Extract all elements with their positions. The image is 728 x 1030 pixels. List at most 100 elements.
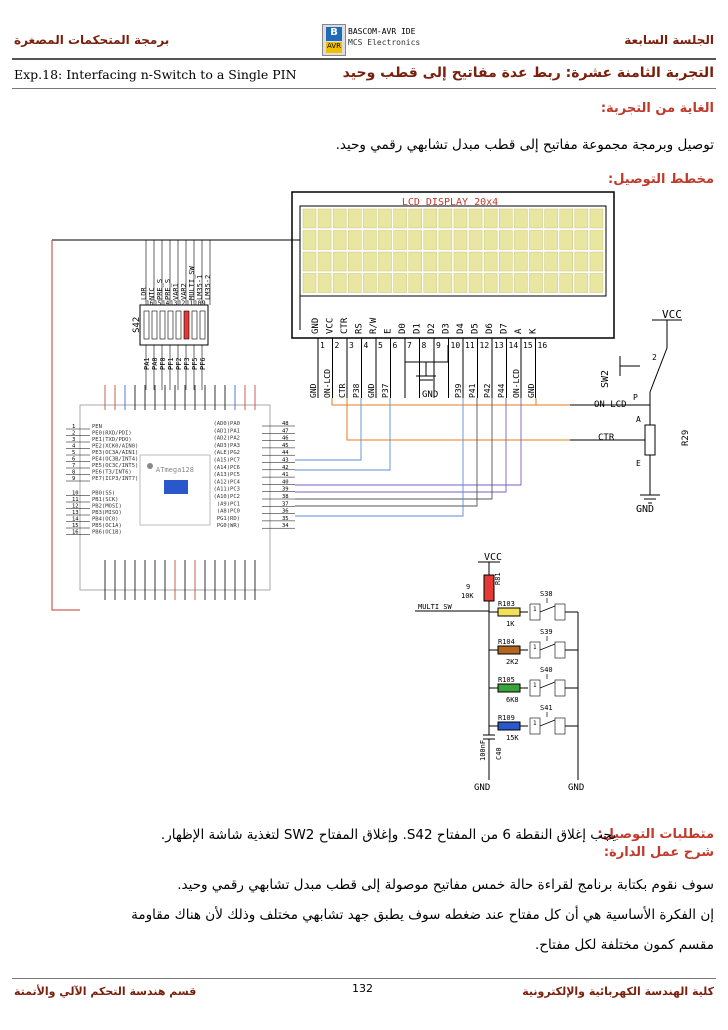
lcd-pin-label: K [529, 328, 539, 334]
mcu-pin-label: (AD1)PA1 [214, 428, 241, 434]
svg-text:1: 1 [533, 606, 537, 613]
lcd-char-cell [483, 230, 498, 250]
svg-text:9: 9 [466, 583, 470, 591]
lcd-pin-label: A [514, 328, 524, 334]
mcu-pin-number: 37 [282, 501, 289, 507]
resistor-body [497, 721, 521, 731]
lcd-char-cell [317, 273, 332, 293]
svg-text:1: 1 [533, 644, 537, 651]
lcd-char-cell [438, 230, 453, 250]
switch-contact [539, 636, 556, 651]
s42-pin-number: 15 [154, 300, 162, 307]
header-session: الجلسة السابعة [624, 33, 714, 47]
ctr-label: CTR [598, 433, 615, 443]
schematic-heading: مخطط التوصيل: [608, 172, 714, 187]
resistor-name: R104 [498, 638, 515, 646]
resistor-body [497, 683, 521, 693]
mcu-pin-number: 11 [72, 497, 79, 503]
resistor-name: R103 [498, 600, 515, 608]
mcu-pin-label: PEN [92, 424, 102, 430]
lcd-char-cell [408, 230, 422, 250]
explain-heading: شرح عمل الدارة: [603, 845, 714, 860]
mcu-pin-number: 47 [282, 428, 289, 434]
explain-paragraph-1: سوف نقوم بكتابة برنامج لقراءة حالة خمس م… [177, 877, 714, 893]
lcd-char-cell [423, 251, 438, 272]
lcd-char-cell [483, 273, 498, 293]
switch-contact [539, 674, 556, 689]
lcd-char-cell [302, 273, 317, 293]
switch-name: S38 [540, 590, 553, 598]
lcd-char-cell [302, 208, 317, 229]
lcd-char-cell [544, 273, 558, 293]
multi-sw-label: MULTI_SW [418, 603, 453, 611]
lcd-char-cell [378, 208, 392, 229]
dip-switch-slot [143, 310, 150, 340]
lcd-net-label: P38 [352, 383, 361, 398]
lcd-char-cell [574, 208, 589, 229]
mcu-pin-number: 9 [72, 476, 75, 482]
lcd-char-cell [559, 208, 573, 229]
lcd-char-cell [363, 230, 377, 250]
page-number: 132 [352, 982, 373, 995]
s42-function-label: MULTI_SW [188, 265, 196, 300]
lcd-char-cell [483, 251, 498, 272]
lcd-char-cell [514, 273, 528, 293]
lcd-char-cell [393, 230, 407, 250]
mcu-pin-label: PE1(TXD/PDO) [92, 437, 132, 443]
lcd-net-label: P37 [381, 383, 390, 398]
s42-pin-number: 9 [202, 300, 206, 307]
mcu-pin-label: PE2(XCK0/AIN0) [92, 444, 138, 450]
s42-function-label: PRE_S [156, 279, 164, 300]
power-switch-circuit: VCC 2 SW2 P ON-LCD CTR R29 A E GND [570, 308, 691, 515]
lcd-pin-label: D6 [485, 323, 495, 334]
mcu-pin-label: (A9)PC1 [217, 501, 240, 507]
mcu-pin-number: 3 [72, 437, 75, 443]
svg-text:2: 2 [652, 353, 657, 362]
lcd-pin-number: 8 [422, 341, 427, 350]
lcd-char-cell [544, 251, 558, 272]
switch-contact [539, 598, 556, 613]
s42-pin-number: 12 [178, 300, 186, 307]
lcd-char-cell [453, 251, 468, 272]
lcd-char-cell [332, 230, 347, 250]
mcu-pin-label: PG1(RD) [217, 516, 240, 522]
lcd-char-cell [499, 208, 513, 229]
mcu-pin-label: (A11)PC3 [214, 487, 241, 493]
lcd-pin-number: 16 [538, 341, 548, 350]
lcd-char-cell [423, 230, 438, 250]
mcu-pin-label: PB6(OC1B) [92, 530, 122, 536]
lcd-char-cell [317, 208, 332, 229]
lcd-char-cell [438, 251, 453, 272]
s42-function-label: VAR1 [172, 283, 180, 300]
mcu-pin-number: 48 [282, 421, 289, 427]
mcu-lcd-wire [295, 398, 507, 493]
mcu-pin-number: 39 [282, 487, 289, 493]
mcu-pin-label: (AD3)PA3 [214, 443, 241, 449]
lcd-pin-number: 13 [494, 341, 504, 350]
mcu-lcd-wire [295, 398, 493, 500]
s42-function-label: LM35-1 [196, 275, 204, 300]
mcu-pin-label: (A13)PC5 [214, 472, 241, 478]
sw2-label: SW2 [600, 370, 611, 388]
lcd-char-cell [499, 273, 513, 293]
lcd-char-cell [393, 251, 407, 272]
lcd-net-label: P42 [483, 383, 492, 398]
lcd-char-cell [408, 273, 422, 293]
lcd-pin-number: 15 [523, 341, 533, 350]
s42-pin-number: 11 [186, 300, 194, 307]
mcu-pin-number: 45 [282, 443, 289, 449]
lcd-char-cell [438, 208, 453, 229]
mcu-pin-number: 15 [72, 523, 79, 529]
lcd-net-label: P41 [468, 383, 477, 398]
mcu-pin-number: 13 [72, 510, 79, 516]
mcu-pin-label: PE6(T3/INT6) [92, 470, 132, 476]
s42-port-label: PF3 [183, 357, 191, 370]
mcu-pin-label: (ALE)PG2 [214, 450, 241, 456]
lcd-char-cell [589, 251, 604, 272]
lcd-char-cell [378, 251, 392, 272]
lcd-char-cell [589, 208, 604, 229]
lcd-pin-label: D2 [427, 323, 437, 334]
logo-line2: MCS Electronics [348, 38, 421, 47]
